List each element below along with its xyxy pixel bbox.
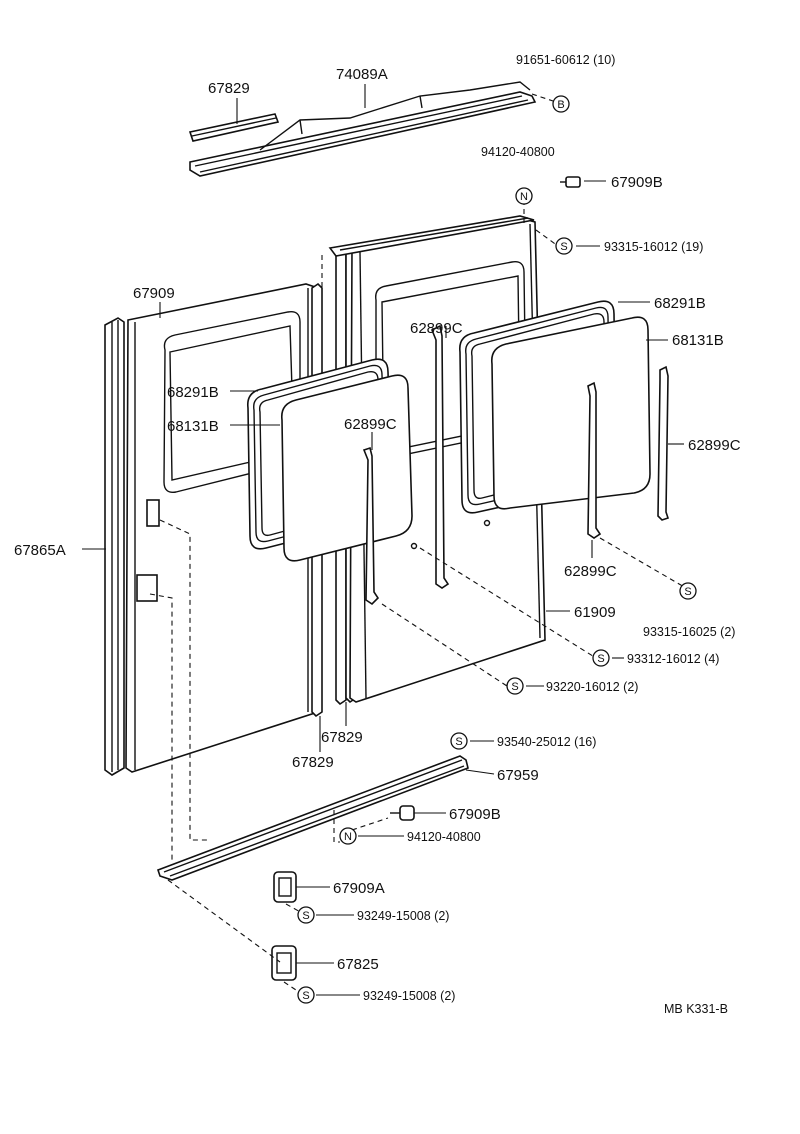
symbol-s-93249-a: S <box>297 906 315 924</box>
label-62899C-right: 62899C <box>688 437 741 454</box>
bracket-67825 <box>271 945 297 981</box>
label-67909: 67909 <box>133 285 175 302</box>
bottom-rail-67959 <box>156 755 469 881</box>
symbol-s-93220: S <box>506 677 524 695</box>
symbol-n-top: N <box>515 187 533 205</box>
right-window-glass-68131B <box>490 316 651 510</box>
symbol-b: B <box>552 95 570 113</box>
svg-text:S: S <box>684 586 691 598</box>
assembly-dash-lines <box>149 93 687 995</box>
label-67959: 67959 <box>497 767 539 784</box>
label-93249-15008-a: 93249-15008 (2) <box>357 909 449 923</box>
label-62899C-left: 62899C <box>344 416 397 433</box>
label-67825: 67825 <box>337 956 379 973</box>
label-68131B-left: 68131B <box>167 418 219 435</box>
left-window-channel-62899C <box>362 446 380 606</box>
symbol-n-bottom: N <box>339 827 357 845</box>
label-68291B-right: 68291B <box>654 295 706 312</box>
label-67865A: 67865A <box>14 542 66 559</box>
svg-text:S: S <box>560 241 567 253</box>
bracket-67909A <box>273 871 297 903</box>
label-94120-40800-bottom: 94120-40800 <box>407 830 481 844</box>
symbol-s-93315-19: S <box>555 237 573 255</box>
label-94120-40800-top: 94120-40800 <box>481 145 555 159</box>
top-strip-67829 <box>188 113 280 142</box>
symbol-s-93315-2: S <box>679 582 697 600</box>
label-62899C-mid: 62899C <box>410 320 463 337</box>
symbol-s-93249-b: S <box>297 986 315 1004</box>
symbol-s-93312: S <box>592 649 610 667</box>
right-window-channels-62899C <box>430 324 670 589</box>
svg-text:S: S <box>455 736 462 748</box>
label-93315-16025-2: 93315-16025 (2) <box>643 625 735 639</box>
label-67909A: 67909A <box>333 880 385 897</box>
label-68131B-right: 68131B <box>672 332 724 349</box>
label-93220-16012-2: 93220-16012 (2) <box>546 680 638 694</box>
label-93312-16012-4: 93312-16012 (4) <box>627 652 719 666</box>
svg-text:N: N <box>520 191 528 203</box>
label-93249-15008-b: 93249-15008 (2) <box>363 989 455 1003</box>
label-74089A: 74089A <box>336 66 388 83</box>
label-67909B-bottom: 67909B <box>449 806 501 823</box>
label-91651-60612: 91651-60612 (10) <box>516 53 615 67</box>
top-rail-74089A <box>189 81 537 177</box>
pillar-67865A <box>104 317 125 776</box>
label-67829-b: 67829 <box>292 754 334 771</box>
label-68291B-left: 68291B <box>167 384 219 401</box>
label-61909: 61909 <box>574 604 616 621</box>
leader-lines <box>82 84 684 996</box>
left-window-glass-68131B <box>280 374 413 562</box>
label-93315-16012-19: 93315-16012 (19) <box>604 240 703 254</box>
label-67909B-top: 67909B <box>611 174 663 191</box>
clip-67909B-top <box>560 176 581 188</box>
clip-67909B-bottom <box>390 805 415 821</box>
label-67829-a: 67829 <box>321 729 363 746</box>
label-67829-top: 67829 <box>208 80 250 97</box>
svg-text:S: S <box>302 910 309 922</box>
symbol-s-93540: S <box>450 732 468 750</box>
svg-text:S: S <box>302 990 309 1002</box>
label-93540-25012-16: 93540-25012 (16) <box>497 735 596 749</box>
svg-text:N: N <box>344 831 352 843</box>
svg-text:B: B <box>557 99 564 111</box>
diagram-code: MB K331-B <box>664 1002 728 1016</box>
label-62899C-bottom: 62899C <box>564 563 617 580</box>
svg-text:S: S <box>597 653 604 665</box>
svg-text:S: S <box>511 681 518 693</box>
